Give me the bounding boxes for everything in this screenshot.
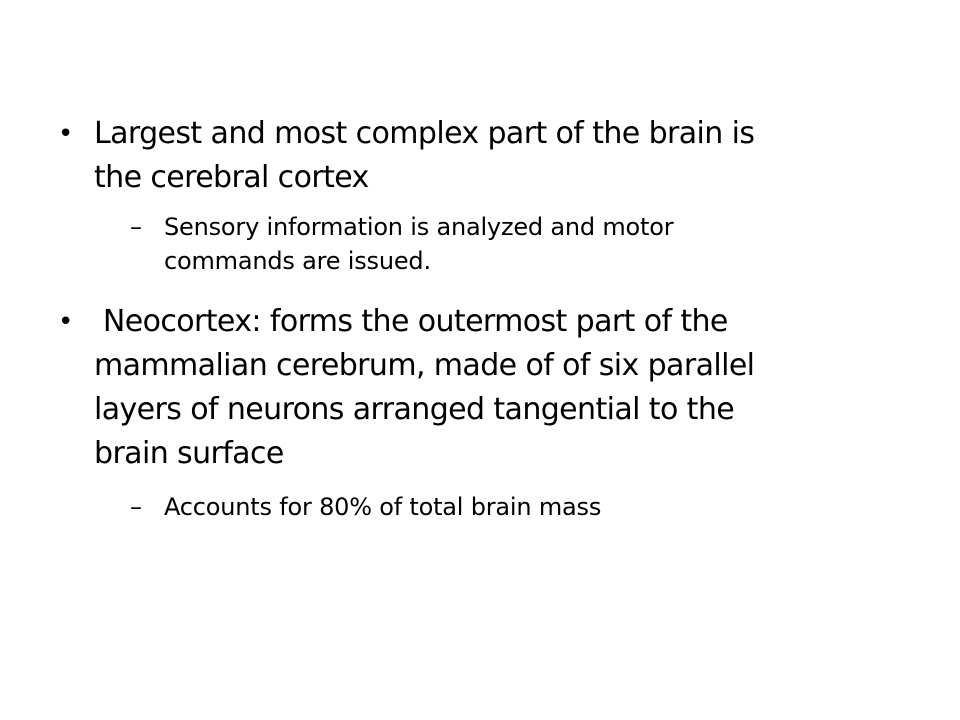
sub-bullet-marker: – [130,213,142,241]
slide-content: • Largest and most complex part of the b… [58,112,918,524]
bullet-text-line: brain surface [94,436,284,471]
bullet-text-line: mammalian cerebrum, made of of six paral… [94,348,755,383]
bullet-item-2: • Neocortex: forms the outermost part of… [58,300,918,476]
bullet-text-line: Largest and most complex part of the bra… [94,116,755,151]
sub-bullet-text-line: Accounts for 80% of total brain mass [164,493,602,521]
bullet-text-line: layers of neurons arranged tangential to… [94,392,735,427]
bullet-text-line: Neocortex: forms the outermost part of t… [94,304,728,339]
bullet-text-line: the cerebral cortex [94,160,369,195]
bullet-marker: • [58,307,73,337]
bullet-marker: • [58,119,73,149]
sub-bullet-marker: – [130,493,142,521]
sub-bullet-text-line: Sensory information is analyzed and moto… [164,213,674,241]
sub-bullet-item-1: – Sensory information is analyzed and mo… [130,210,918,278]
sub-bullet-text-line: commands are issued. [164,247,431,275]
bullet-item-1: • Largest and most complex part of the b… [58,112,918,200]
sub-bullet-item-2: – Accounts for 80% of total brain mass [130,490,918,524]
